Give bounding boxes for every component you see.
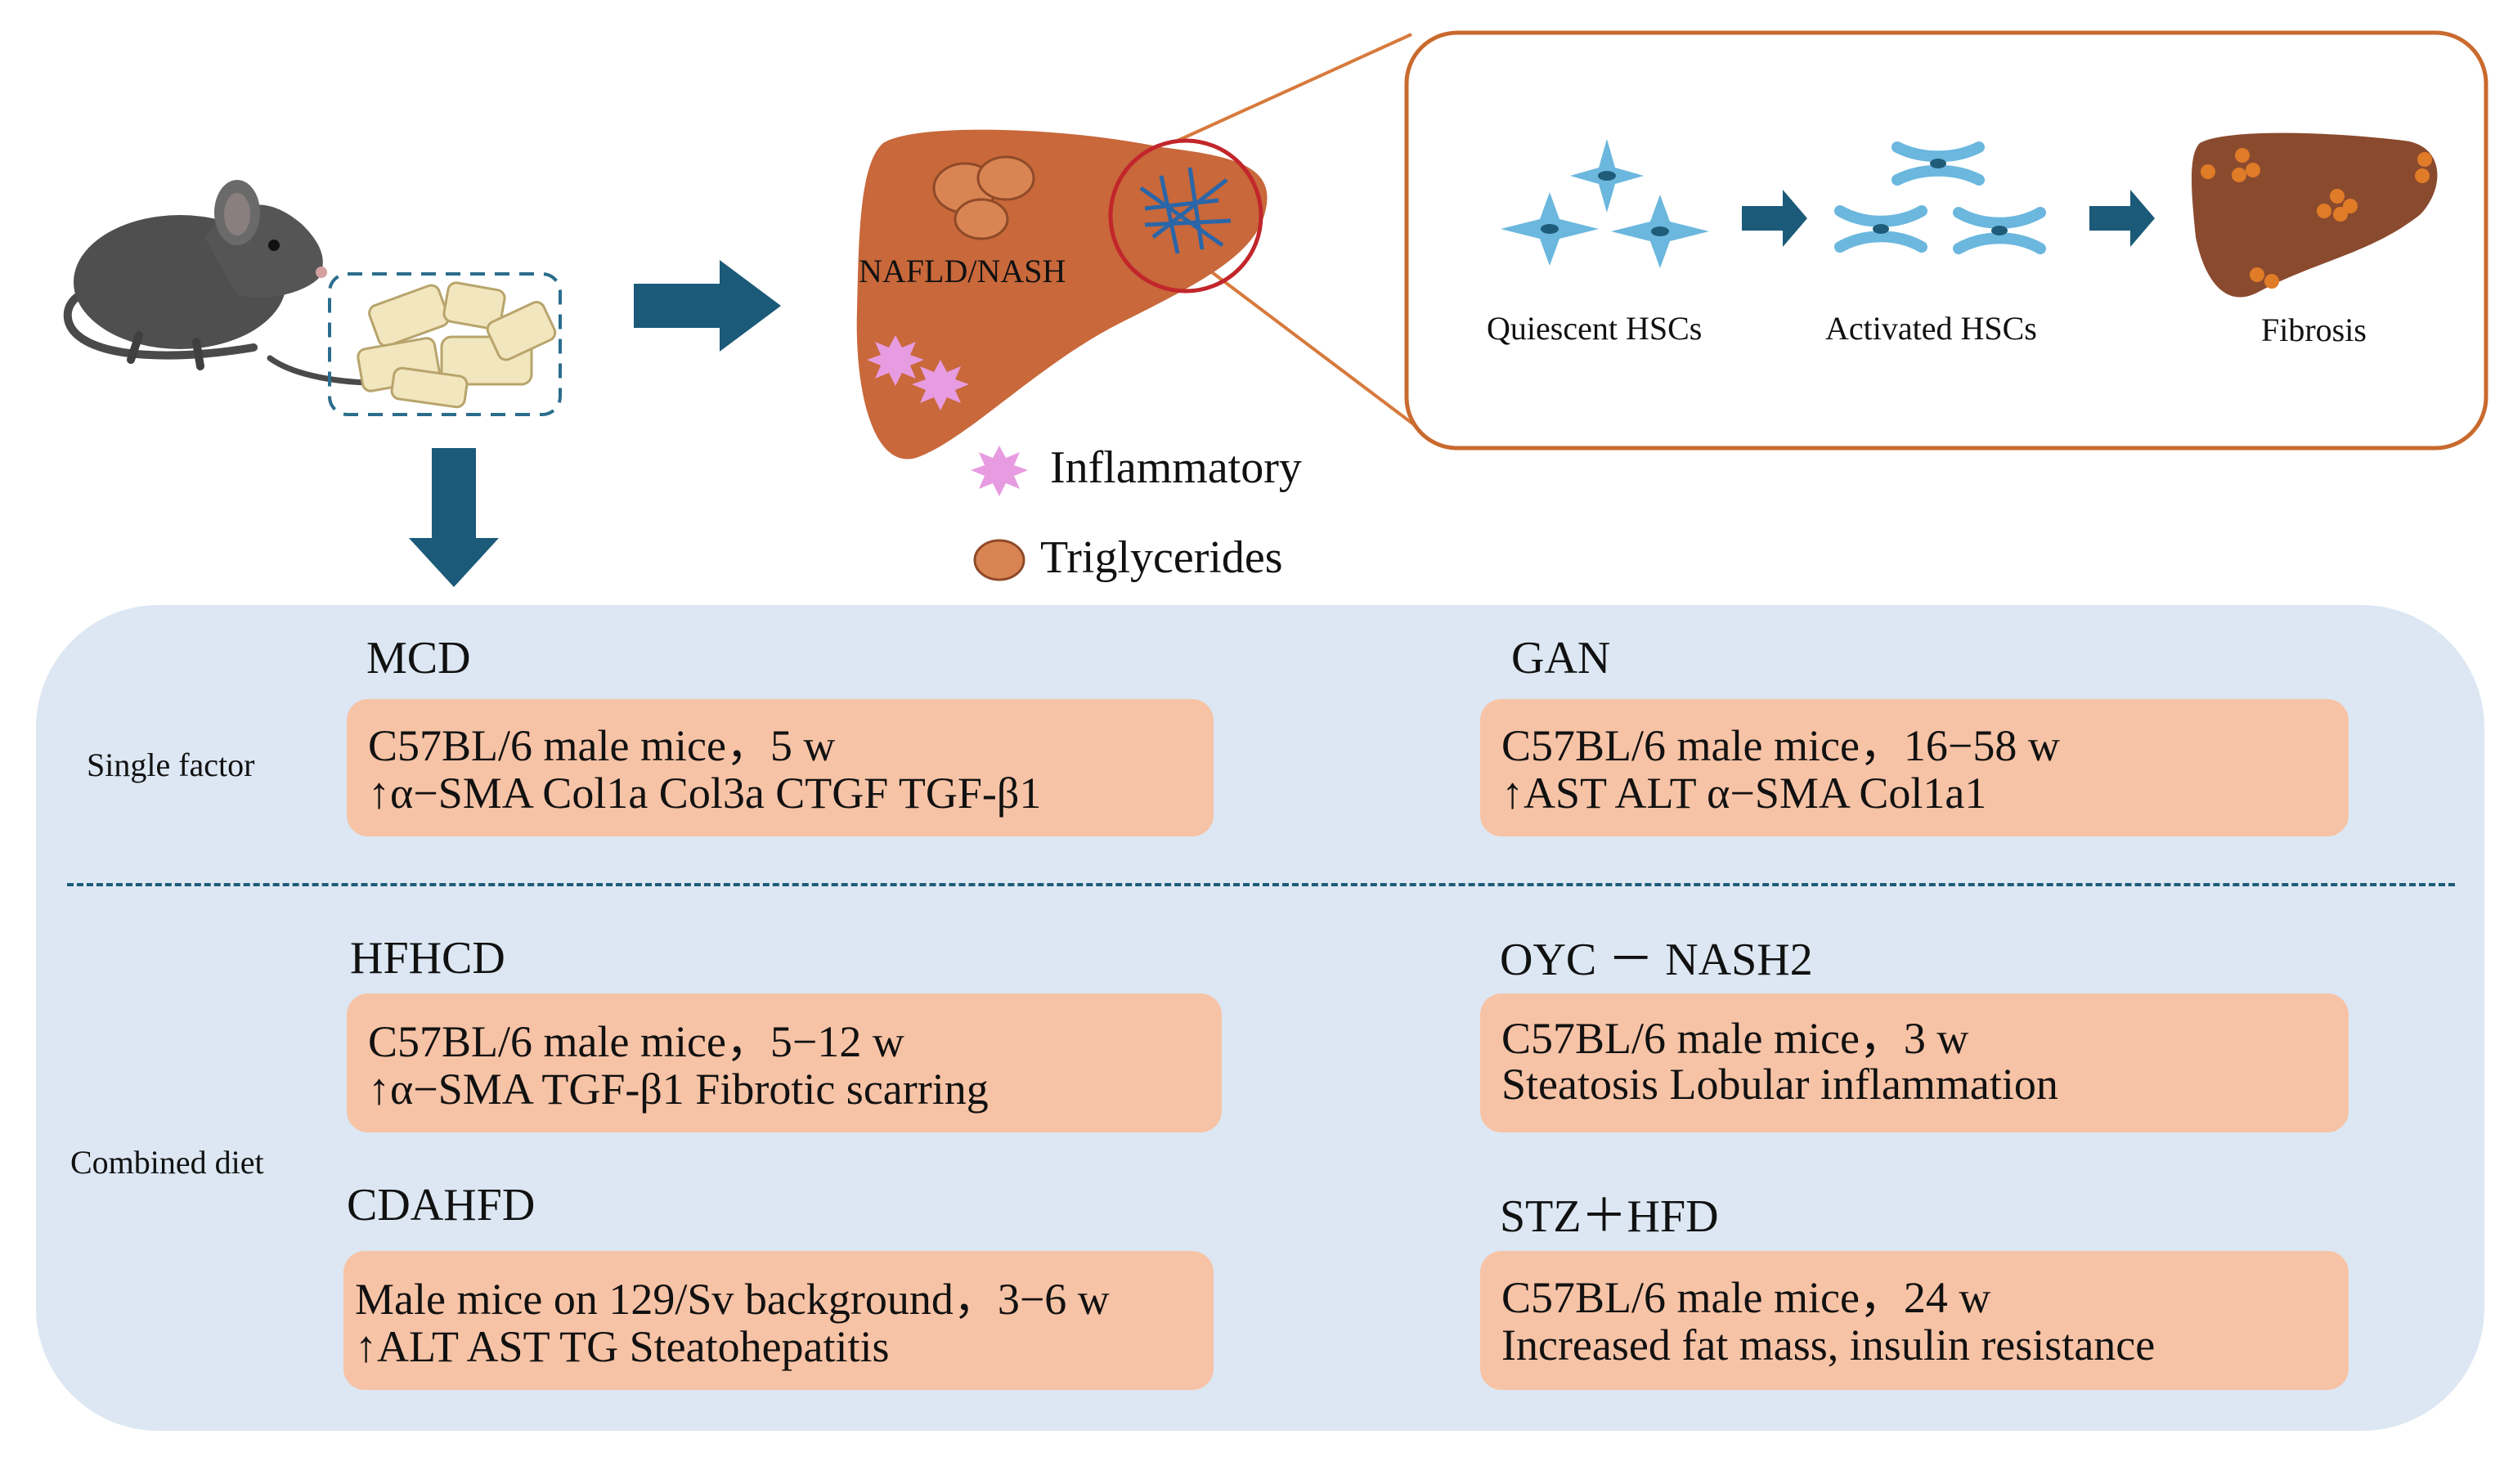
liver-label: NAFLD/NASH: [859, 253, 1066, 289]
fibrosis-label: Fibrosis: [2261, 312, 2367, 348]
row-label-single-factor: Single factor: [87, 746, 255, 783]
model-cdahfd-line1: Male mice on 129/Sv background，3−6 w: [355, 1275, 1110, 1324]
model-box-stz-hfd: C57BL/6 male mice，24 w Increased fat mas…: [1480, 1251, 2349, 1390]
arrow-right-icon: [634, 260, 781, 352]
model-box-hfhcd: C57BL/6 male mice，5−12 w ↑α−SMA TGF-β1 F…: [347, 993, 1222, 1132]
model-gan-line2: ↑AST ALT α−SMA Col1a1: [1501, 769, 1987, 818]
model-box-mcd: C57BL/6 male mice，5 w ↑α−SMA Col1a Col3a…: [347, 699, 1214, 836]
model-name-cdahfd: CDAHFD: [347, 1180, 536, 1231]
model-name-stz-hfd: STZ＋HFD: [1500, 1191, 1719, 1242]
model-name-oyc-nash2: OYC － NASH2: [1500, 935, 1813, 985]
model-name-mcd: MCD: [366, 633, 471, 684]
activated-hsc-label: Activated HSCs: [1825, 310, 2037, 347]
stage-arrow-icon: [1742, 190, 1807, 247]
fibrotic-liver-icon: [2192, 132, 2438, 298]
quiescent-hsc-icon: [1501, 139, 1709, 268]
zoom-connector-top: [1177, 33, 1412, 142]
legend-label-inflammatory: Inflammatory: [1050, 442, 1302, 493]
activated-hsc-icon: [1834, 141, 2046, 254]
model-hfhcd-line2: ↑α−SMA TGF-β1 Fibrotic scarring: [368, 1065, 989, 1114]
model-stz-line1: C57BL/6 male mice，24 w: [1501, 1273, 1991, 1322]
legend-label-triglycerides: Triglycerides: [1040, 532, 1283, 583]
mouse-icon: [63, 180, 396, 386]
model-box-cdahfd: Male mice on 129/Sv background，3−6 w ↑AL…: [343, 1251, 1214, 1390]
arrow-down-icon: [409, 448, 499, 587]
inflammatory-cell-icon: [971, 446, 1028, 496]
model-box-gan: C57BL/6 male mice，16−58 w ↑AST ALT α−SMA…: [1480, 699, 2349, 836]
model-name-hfhcd: HFHCD: [350, 933, 505, 984]
liver-icon: [856, 129, 1268, 460]
diet-pellets-icon: [328, 272, 562, 416]
model-oyc-line1: C57BL/6 male mice，3 w: [1501, 1014, 1969, 1063]
model-mcd-line1: C57BL/6 male mice，5 w: [368, 721, 836, 770]
model-hfhcd-line1: C57BL/6 male mice，5−12 w: [368, 1017, 904, 1066]
triglyceride-droplet-icon: [973, 539, 1025, 581]
model-oyc-line2: Steatosis Lobular inflammation: [1501, 1060, 2058, 1109]
zoom-connector-bottom: [1207, 268, 1416, 427]
hsc-zoom-box: [1404, 30, 2488, 451]
stage-arrow-icon: [2089, 190, 2155, 247]
model-name-gan: GAN: [1511, 633, 1611, 684]
model-stz-line2: Increased fat mass, insulin resistance: [1501, 1320, 2156, 1370]
model-mcd-line2: ↑α−SMA Col1a Col3a CTGF TGF-β1: [368, 769, 1042, 818]
row-label-combined-diet: Combined diet: [70, 1144, 264, 1181]
row-divider: [67, 883, 2455, 886]
model-box-oyc-nash2: C57BL/6 male mice，3 w Steatosis Lobular …: [1480, 993, 2349, 1132]
model-gan-line1: C57BL/6 male mice，16−58 w: [1501, 721, 2060, 770]
quiescent-hsc-label: Quiescent HSCs: [1487, 310, 1703, 347]
model-cdahfd-line2: ↑ALT AST TG Steatohepatitis: [355, 1322, 890, 1371]
